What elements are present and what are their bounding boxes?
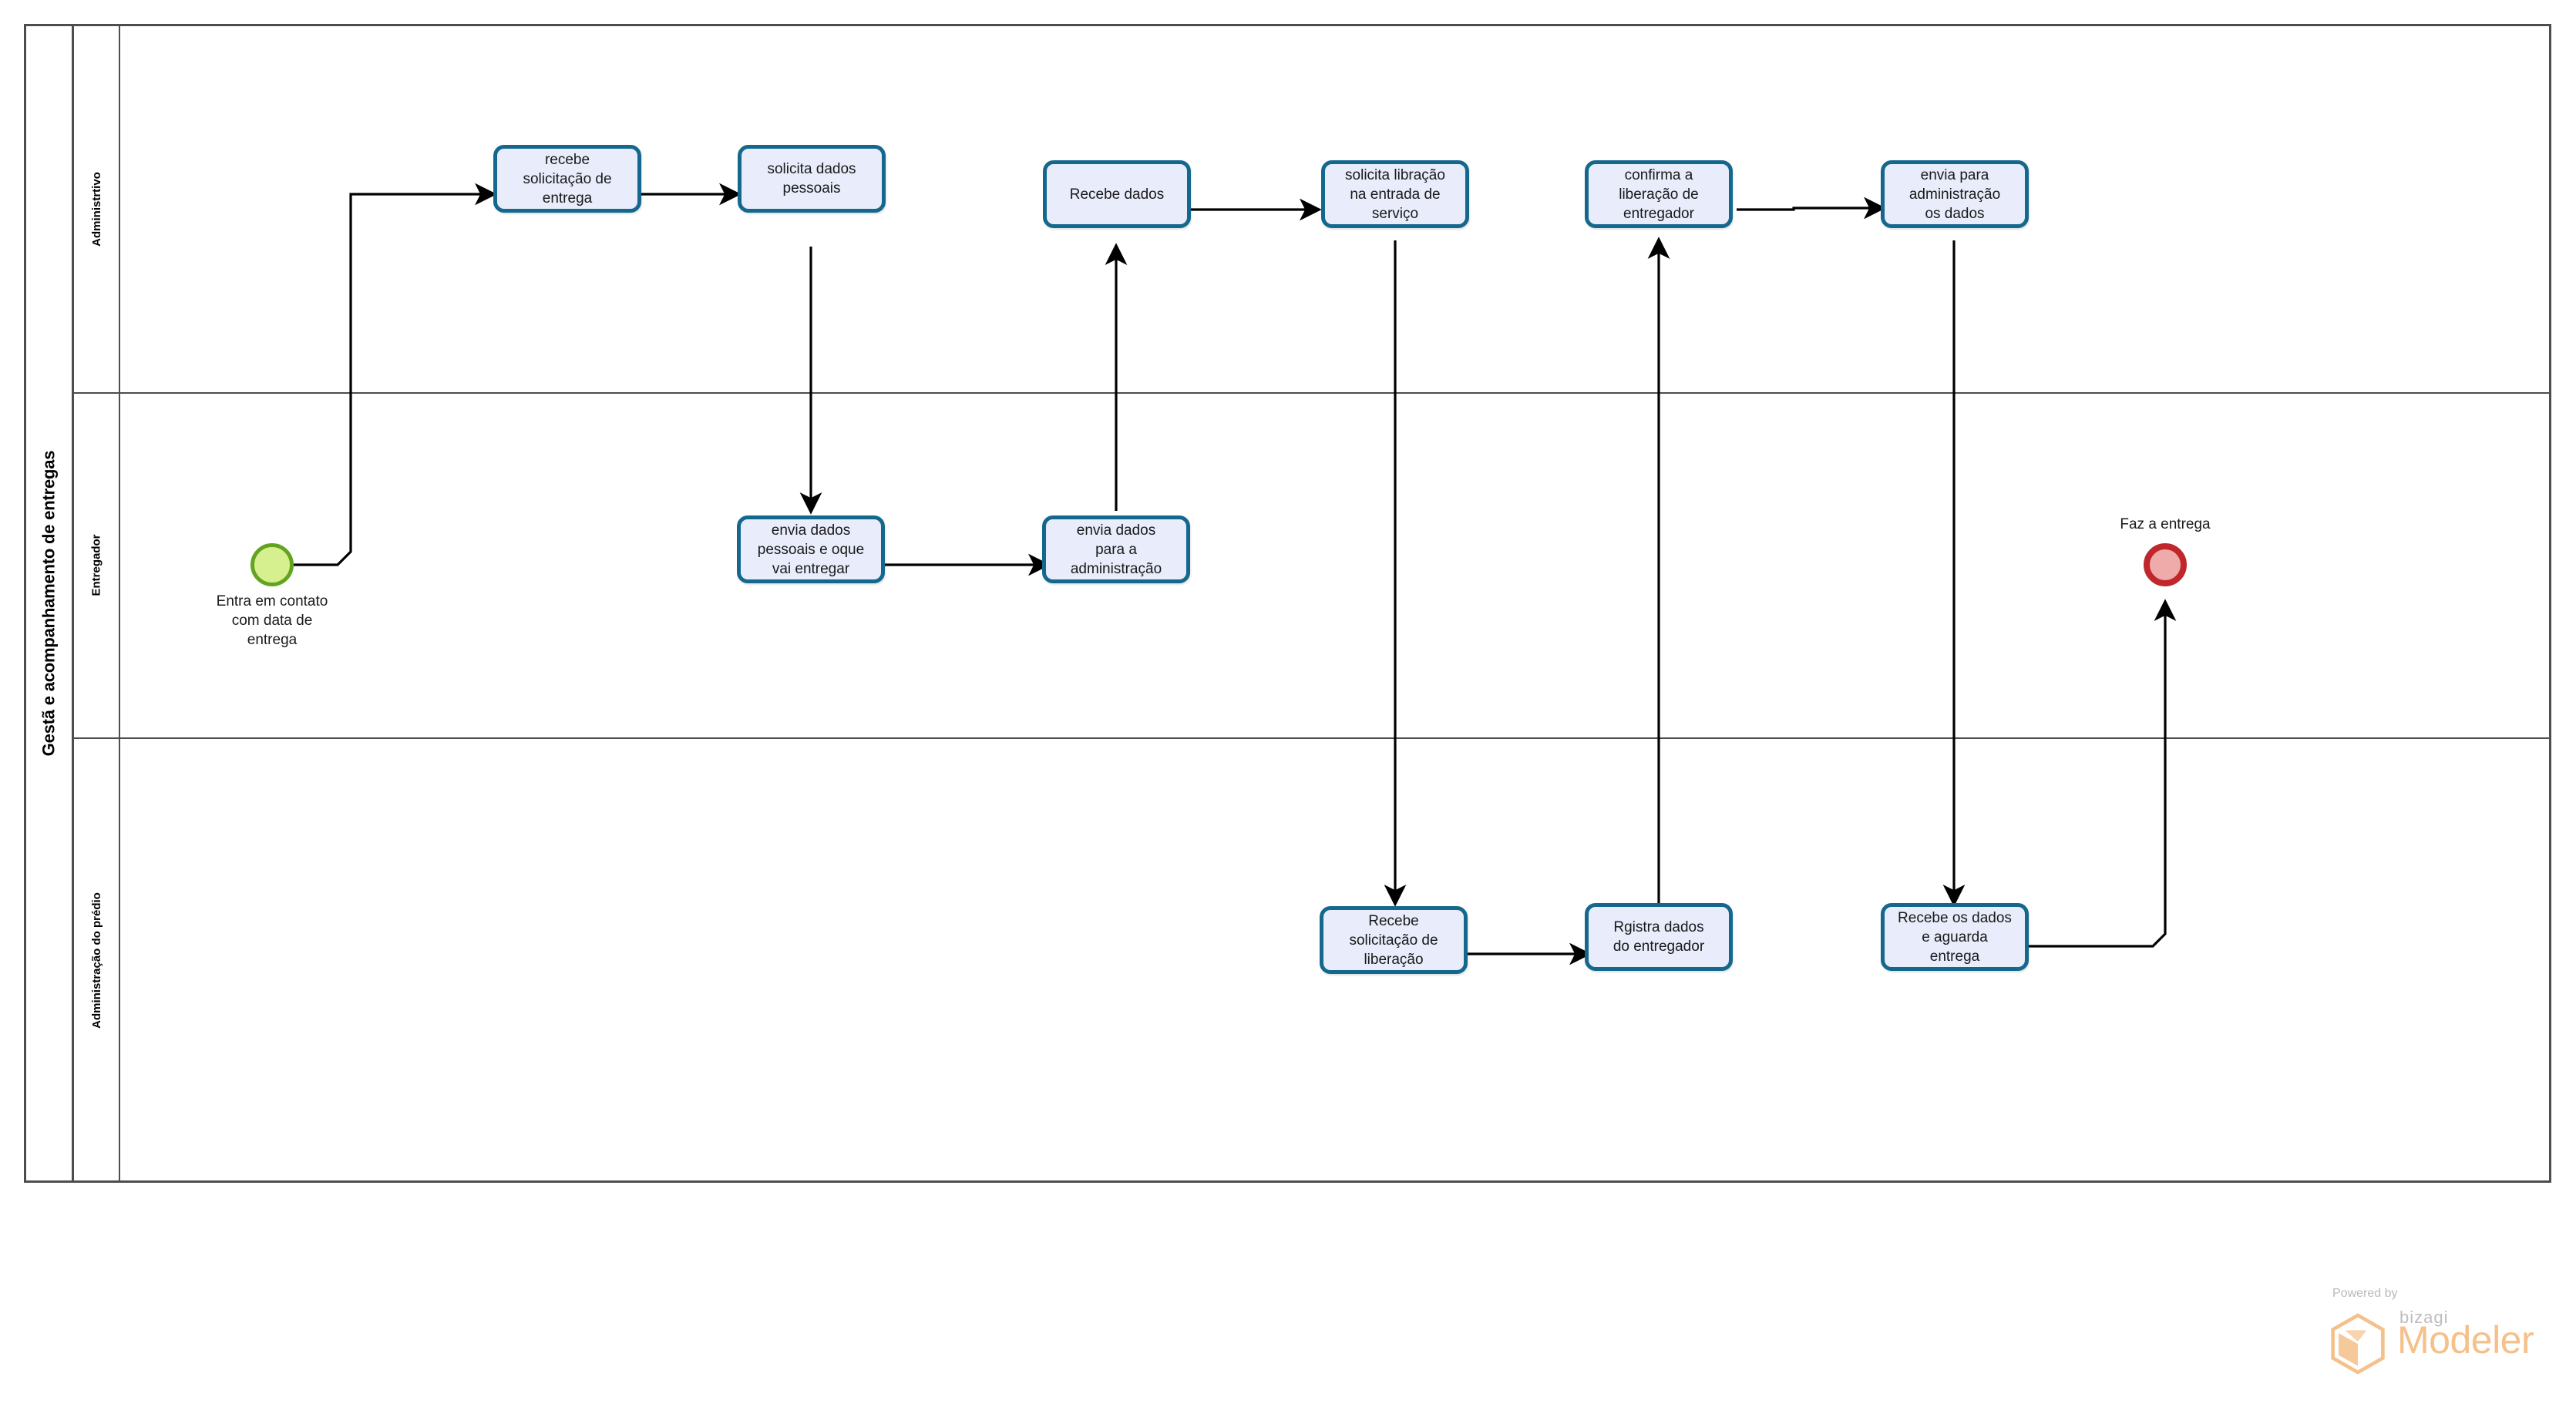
watermark-brand: bizagi (2399, 1308, 2449, 1327)
lane-entregador-header: Entregador (74, 392, 120, 737)
task-solicita-dados-pessoais[interactable]: solicita dados pessoais (738, 145, 886, 213)
task-envia-para-administracao-label: envia para administração os dados (1908, 166, 2001, 222)
lane-administracao-predio-label: Administração do prédio (89, 892, 103, 1029)
task-solicita-libracao-label: solicita libração na entrada de serviço (1345, 166, 1445, 222)
task-recebe-dados-label: Recebe dados (1069, 186, 1165, 203)
lane-administracao-predio[interactable]: Administração do prédio (74, 737, 2551, 1183)
pool-gesta-acompanhamento-entregas[interactable]: Gestã e acompanhamento de entregas Admin… (24, 24, 2551, 1183)
pool-header: Gestã e acompanhamento de entregas (26, 26, 74, 1180)
lane-administracao-predio-header: Administração do prédio (74, 737, 120, 1183)
bizagi-logo-icon (2331, 1313, 2385, 1375)
task-envia-dados-pessoais-label: envia dados pessoais e oque vai entregar (757, 522, 865, 577)
lane-divider-2 (74, 737, 2551, 739)
end-event-circle-icon[interactable] (2144, 543, 2187, 586)
task-confirma-liberacao-label: confirma a liberação de entregador (1619, 166, 1699, 222)
task-solicita-libracao[interactable]: solicita libração na entrada de serviço (1321, 160, 1469, 228)
lane-divider-1 (74, 392, 2551, 394)
task-rgistra-dados[interactable]: Rgistra dados do entregador (1585, 903, 1733, 971)
task-envia-para-administracao[interactable]: envia para administração os dados (1881, 160, 2029, 228)
lane-administrativo-label: Administrtivo (89, 172, 103, 247)
task-recebe-solicitacao-entrega[interactable]: recebe solicitação de entrega (493, 145, 641, 213)
lane-administrativo-header: Administrtivo (74, 26, 120, 392)
start-event-circle-icon[interactable] (251, 543, 294, 586)
task-envia-dados-pessoais[interactable]: envia dados pessoais e oque vai entregar (737, 515, 885, 583)
task-recebe-solicitacao-liberacao[interactable]: Recebe solicitação de liberação (1320, 906, 1468, 974)
task-recebe-dados-aguarda-label: Recebe os dados e aguarda entrega (1898, 909, 2012, 965)
bizagi-watermark: Powered by bizagi Modeler (2325, 1287, 2564, 1387)
pool-title: Gestã e acompanhamento de entregas (39, 450, 59, 757)
task-confirma-liberacao[interactable]: confirma a liberação de entregador (1585, 160, 1733, 228)
task-recebe-dados-aguarda[interactable]: Recebe os dados e aguarda entrega (1881, 903, 2029, 971)
start-event-label: Entra em contato com data de entrega (216, 593, 328, 648)
task-recebe-dados[interactable]: Recebe dados (1043, 160, 1191, 228)
task-rgistra-dados-label: Rgistra dados do entregador (1613, 919, 1705, 955)
task-solicita-dados-pessoais-label: solicita dados pessoais (767, 161, 856, 196)
watermark-powered-by: Powered by (2332, 1287, 2398, 1300)
task-recebe-solicitacao-liberacao-label: Recebe solicitação de liberação (1349, 912, 1438, 968)
lane-entregador[interactable]: Entregador (74, 392, 2551, 737)
task-envia-dados-administracao-label: envia dados para a administração (1070, 522, 1162, 577)
end-event-label: Faz a entrega (2120, 516, 2211, 532)
task-recebe-solicitacao-entrega-label: recebe solicitação de entrega (523, 151, 612, 207)
lane-entregador-label: Entregador (89, 533, 103, 596)
task-envia-dados-administracao[interactable]: envia dados para a administração (1042, 515, 1190, 583)
watermark-product: Modeler (2397, 1318, 2534, 1362)
lane-administrativo[interactable]: Administrtivo (74, 26, 2551, 392)
